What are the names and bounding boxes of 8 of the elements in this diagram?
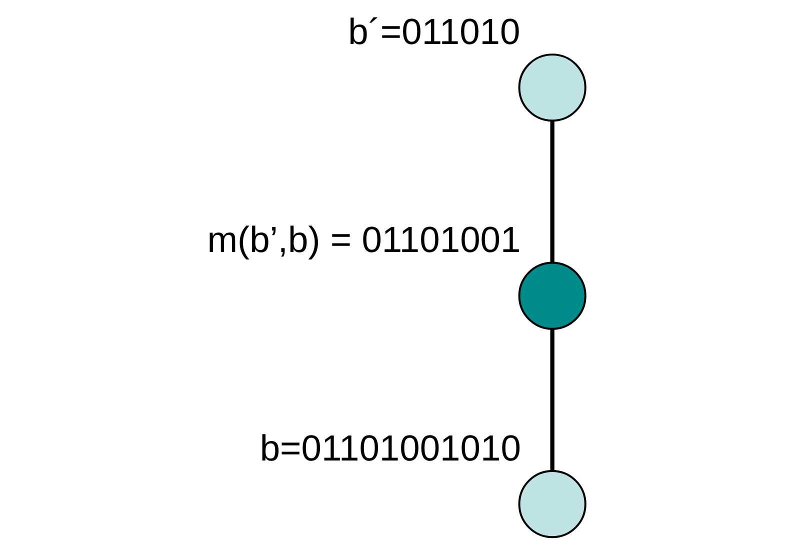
connector — [550, 120, 554, 262]
node-circle — [518, 470, 586, 538]
node-label: b´=011010 — [348, 10, 520, 52]
node-label: m(b’,b) = 01101001 — [206, 219, 520, 260]
node-label: b=01101001010 — [259, 427, 520, 468]
node-circle — [518, 54, 586, 122]
connector — [550, 329, 554, 470]
node-circle — [518, 262, 586, 330]
